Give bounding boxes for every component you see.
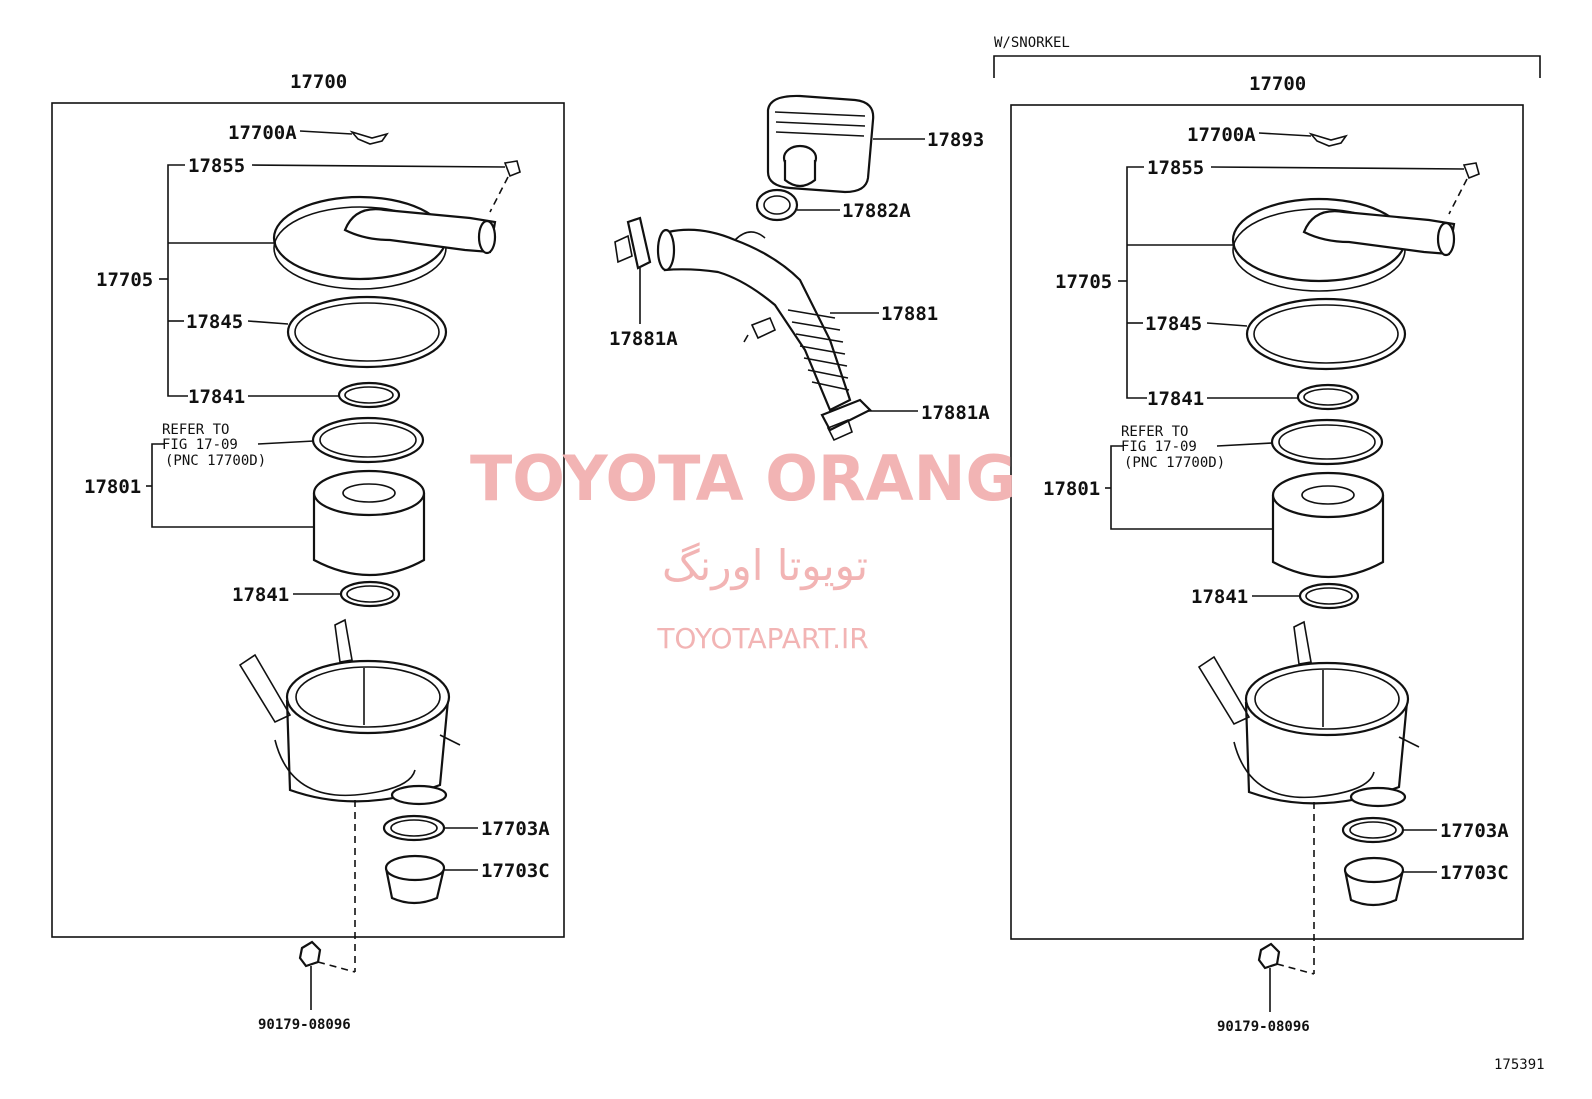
label-clamp: 17700A (1187, 124, 1256, 146)
label-refer-1: REFER TO (162, 422, 229, 438)
label-nut: 90179-08096 (258, 1017, 351, 1033)
label-gasket: 17845 (1145, 313, 1202, 335)
watermark-site: TOYOTAPART.IR (656, 622, 868, 655)
intake-hose-group: 17893 17882A 17881 17881A 17881A (609, 94, 990, 442)
label-refer-2: FIG 17-09 (162, 437, 238, 453)
label-refer-2: FIG 17-09 (1121, 439, 1197, 455)
label-ring-lower: 17841 (232, 584, 289, 606)
label-wing-nut: 17855 (1147, 157, 1204, 179)
label-wing-nut: 17855 (188, 155, 245, 177)
label-element: 17801 (1043, 478, 1100, 500)
label-ring-upper: 17841 (188, 386, 245, 408)
air-cleaner-assembly-left: 17700 17700A 17855 17705 17845 17841 REF… (50, 71, 566, 1033)
label-cap-subassy: 17705 (96, 269, 153, 291)
label-cap-valve: 17703C (481, 860, 550, 882)
label-seal: 17703A (1440, 820, 1509, 842)
label-assy: 17700 (1249, 73, 1306, 95)
watermark: TOYOTA ORANG تویوتا اورنگ TOYOTAPART.IR (470, 442, 1016, 655)
label-hose-clamp-bottom: 17881A (921, 402, 990, 424)
label-hose-clamp-left: 17881A (609, 328, 678, 350)
label-clamp: 17700A (228, 122, 297, 144)
label-cap-valve: 17703C (1440, 862, 1509, 884)
label-assy: 17700 (290, 71, 347, 93)
watermark-title: TOYOTA ORANG (470, 442, 1016, 515)
watermark-persian: تویوتا اورنگ (662, 541, 868, 590)
label-intake-box: 17893 (927, 129, 984, 151)
label-element: 17801 (84, 476, 141, 498)
label-refer-3: (PNC 17700D) (165, 453, 266, 469)
label-ring-lower: 17841 (1191, 586, 1248, 608)
label-hose-clamp: 17882A (842, 200, 911, 222)
figure-number: 175391 (1494, 1057, 1545, 1073)
label-refer-3: (PNC 17700D) (1124, 455, 1225, 471)
label-cap-subassy: 17705 (1055, 271, 1112, 293)
label-nut: 90179-08096 (1217, 1019, 1310, 1035)
label-ring-upper: 17841 (1147, 388, 1204, 410)
label-gasket: 17845 (186, 311, 243, 333)
label-hose: 17881 (881, 303, 938, 325)
air-cleaner-assembly-right: W/SNORKEL 17700 17700A 17855 17705 17845… (993, 35, 1541, 1035)
label-seal: 17703A (481, 818, 550, 840)
label-refer-1: REFER TO (1121, 424, 1188, 440)
label-snorkel-variant: W/SNORKEL (994, 35, 1070, 51)
